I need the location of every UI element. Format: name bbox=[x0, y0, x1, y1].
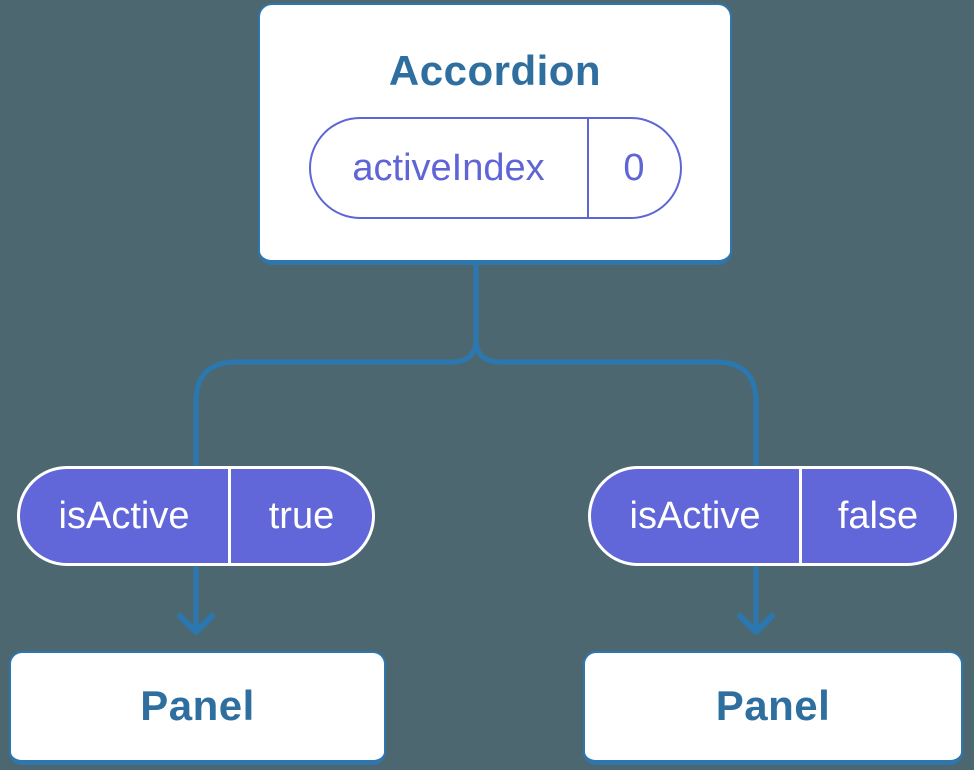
state-pill-value: 0 bbox=[623, 147, 645, 190]
prop-pill-left-name: isActive bbox=[20, 469, 231, 563]
prop-pill-left: isActive true bbox=[17, 466, 375, 566]
panel-card-left-title: Panel bbox=[140, 682, 255, 730]
accordion-title: Accordion bbox=[388, 47, 602, 94]
state-pill-name: activeIndex bbox=[311, 119, 589, 218]
connector-branch-right bbox=[473, 336, 759, 631]
prop-pill-right-name: isActive bbox=[591, 469, 802, 563]
prop-pill-right: isActive false bbox=[588, 466, 957, 566]
panel-card-right: Panel bbox=[583, 651, 963, 765]
connector-branch-left bbox=[193, 262, 479, 631]
state-pill: activeIndex 0 bbox=[308, 117, 682, 220]
arrow-down-icon bbox=[737, 613, 775, 635]
prop-pill-left-value: true bbox=[268, 495, 335, 537]
prop-pill-right-value: false bbox=[837, 495, 919, 537]
accordion-card: Accordion activeIndex 0 bbox=[258, 3, 732, 265]
arrow-down-icon bbox=[177, 613, 215, 635]
panel-card-right-title: Panel bbox=[715, 682, 831, 730]
panel-card-left: Panel bbox=[9, 651, 386, 765]
